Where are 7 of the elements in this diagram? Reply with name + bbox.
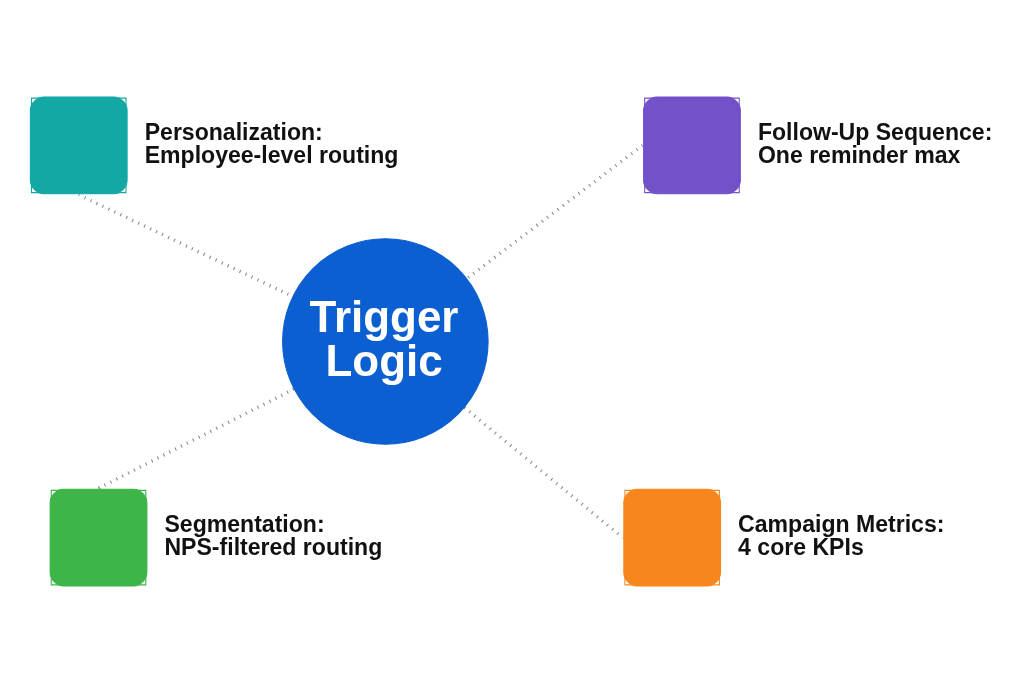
- node-label: Segmentation: NPS-filtered routing: [164, 510, 383, 561]
- node-circle: Trigger Logic: [282, 238, 489, 445]
- node-label: Personalization: Employee-level routing: [144, 118, 399, 168]
- node-label: Campaign Metrics: 4 core KPIs: [738, 510, 945, 561]
- connector: [465, 144, 644, 280]
- connector: [97, 387, 295, 490]
- node-label: Follow-Up Sequence: One reminder max: [757, 118, 993, 168]
